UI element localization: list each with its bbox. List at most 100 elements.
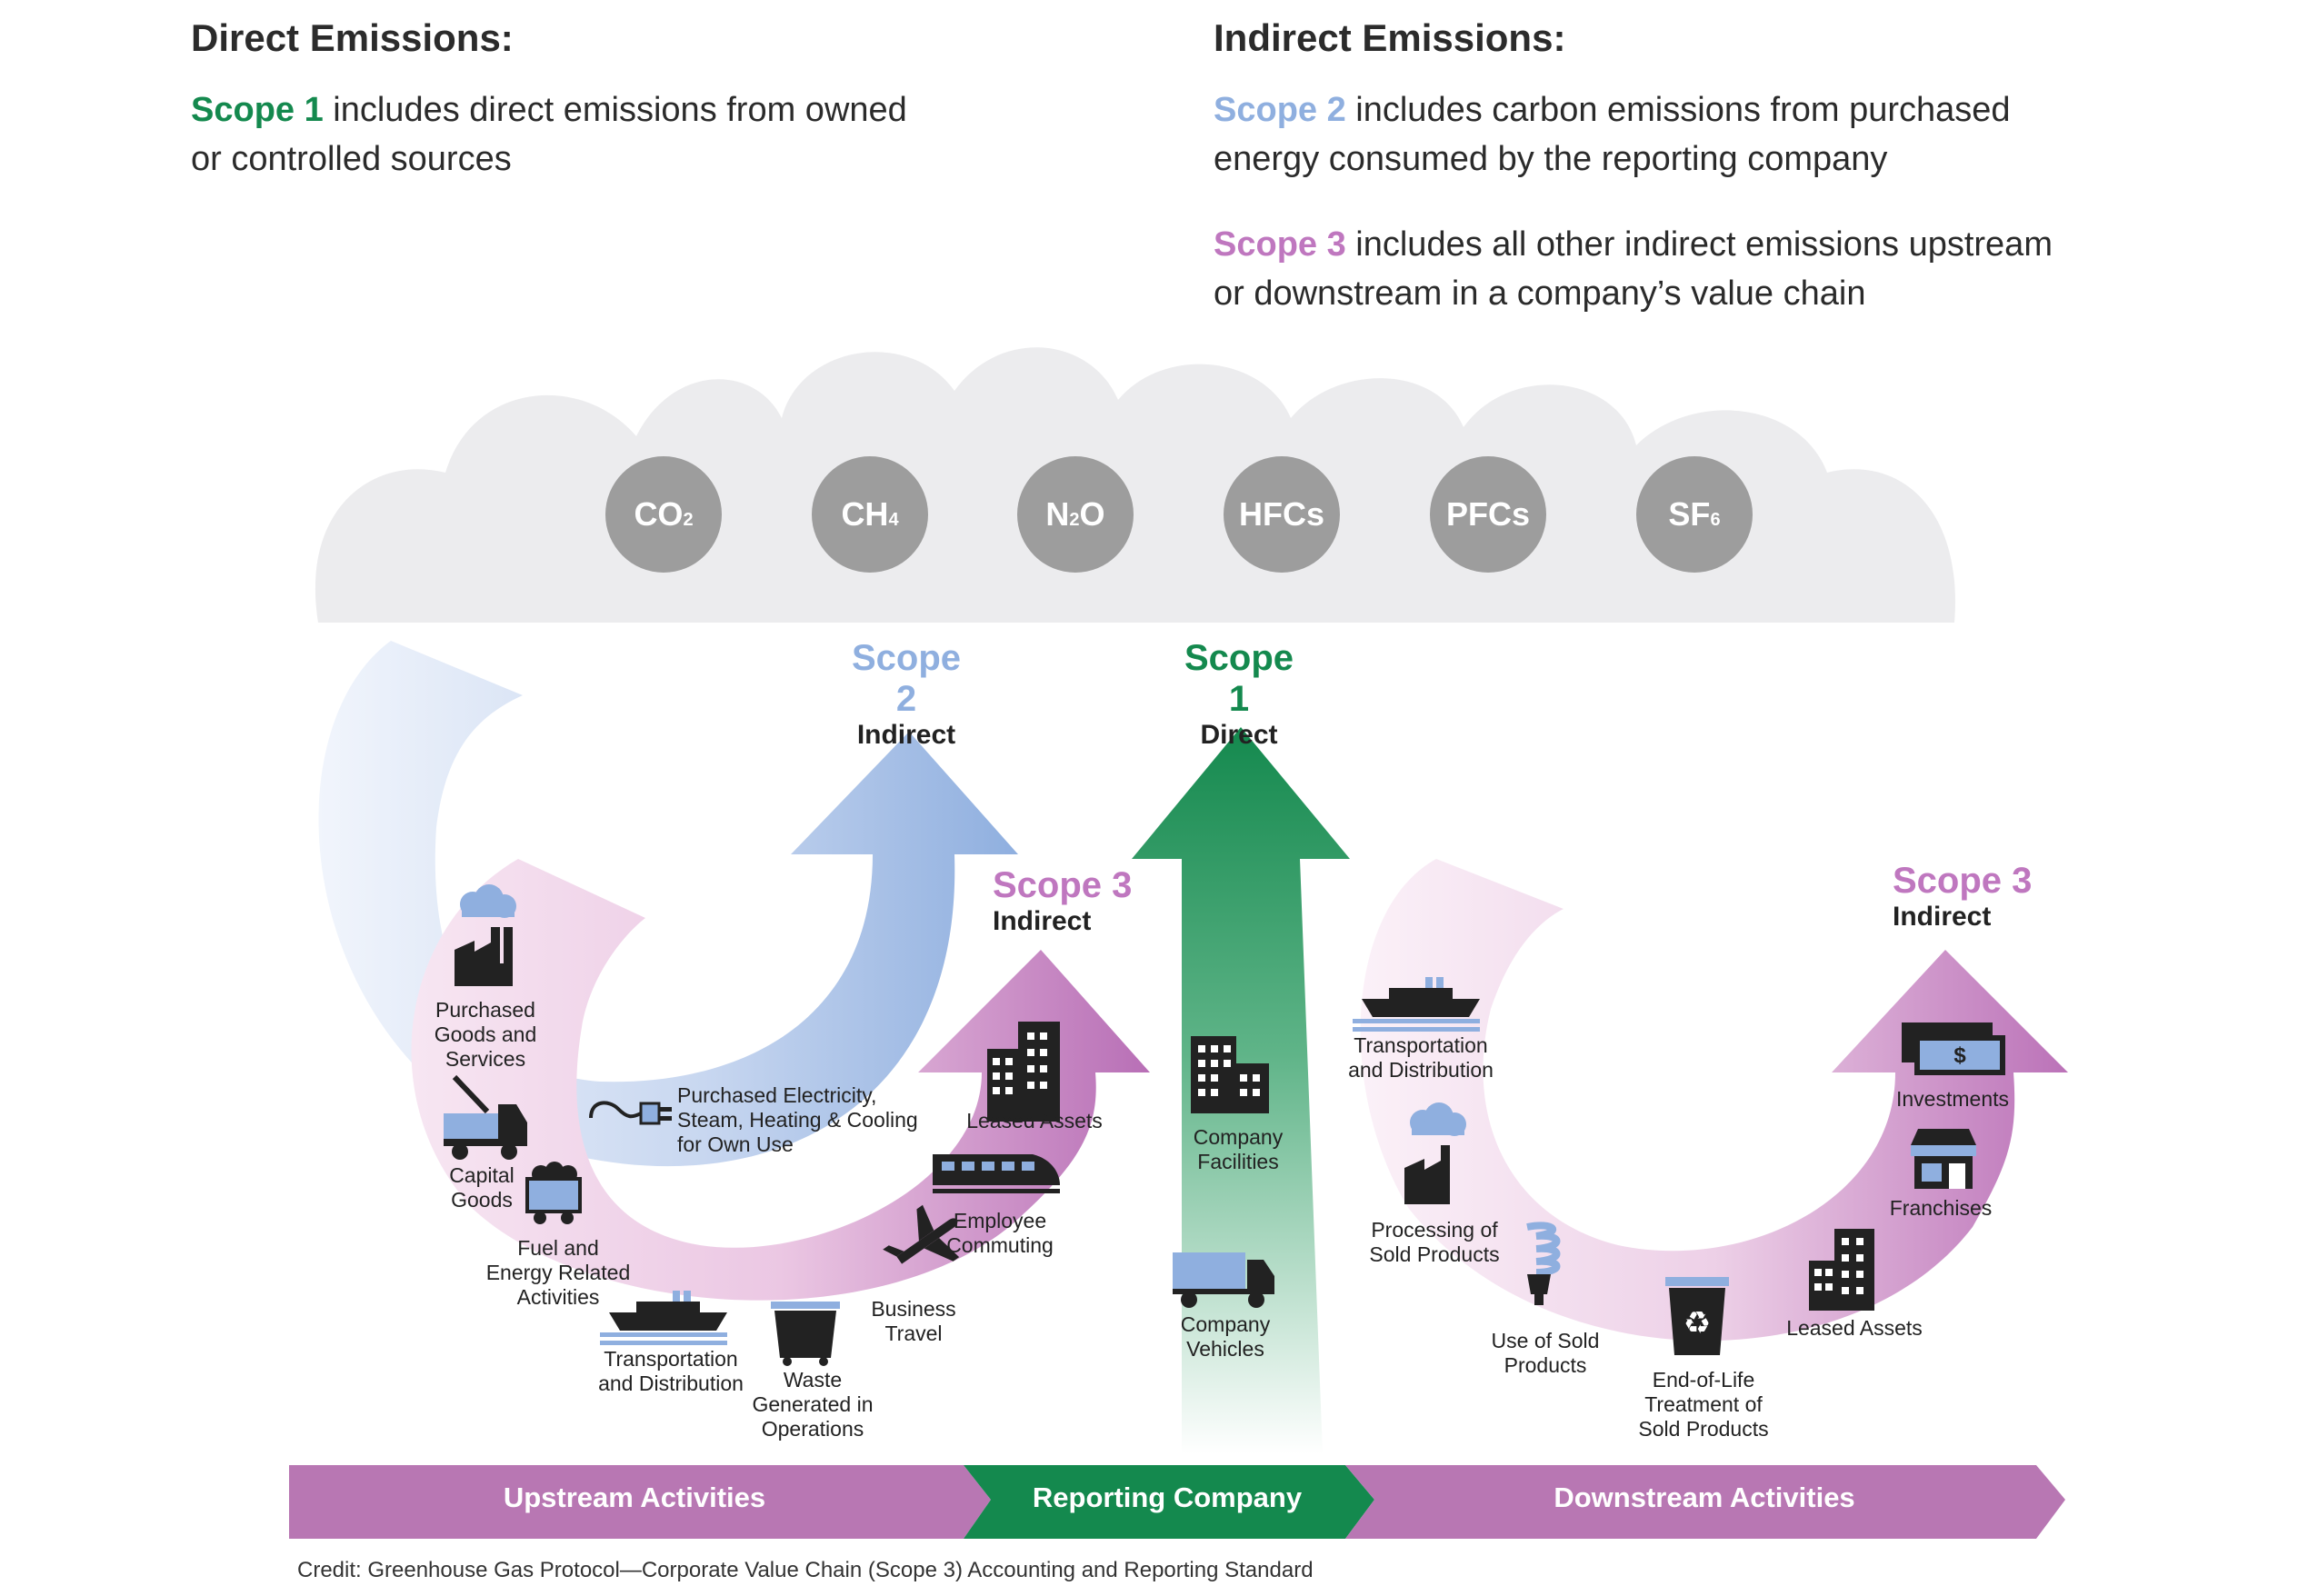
processing-factory-icon: [1404, 1102, 1466, 1204]
direct-emissions-heading: Direct Emissions:: [191, 16, 514, 59]
gas-formula: HFCs: [1238, 495, 1324, 533]
scope1-description: Scope 1 includes direct emissions from o…: [191, 85, 907, 184]
reporting-company-label: Reporting Company: [1032, 1481, 1303, 1513]
scope1-label-group: Scope 1 Direct: [1171, 638, 1307, 751]
electric-plug-icon: [589, 1101, 672, 1125]
item-label-line: Sold Products: [1638, 1417, 1769, 1441]
company-truck-icon: [1173, 1252, 1274, 1308]
upstream-activities-label: Upstream Activities: [503, 1481, 766, 1513]
cargo-ship-icon: [600, 1291, 727, 1345]
item-label-purchased-electricity: Purchased Electricity,Steam, Heating & C…: [677, 1083, 1059, 1157]
item-label-line: Employee: [953, 1209, 1047, 1232]
scope3-text-line1: includes all other indirect emissions up…: [1345, 225, 2053, 264]
item-label-line: Services: [445, 1047, 526, 1071]
item-label-line: End-of-Life: [1652, 1368, 1755, 1392]
dumpster-icon: [771, 1302, 840, 1366]
scope1-title: Scope 1: [1184, 638, 1294, 719]
item-label-line: Sold Products: [1369, 1242, 1500, 1266]
scope2-title: Scope 2: [851, 638, 962, 719]
item-label-line: Commuting: [946, 1233, 1054, 1257]
item-label-line: and Distribution: [1348, 1058, 1494, 1082]
svg-text:♻: ♻: [1684, 1306, 1711, 1341]
item-label-line: Transportation: [1354, 1033, 1488, 1057]
item-label-line: Transportation: [604, 1347, 738, 1371]
downstream-activities-label: Downstream Activities: [1554, 1481, 1855, 1513]
item-label-leased-assets-up: Leased Assets: [844, 1109, 1225, 1133]
scope1-text-line1: includes direct emissions from owned: [323, 91, 907, 129]
item-label-line: Purchased: [435, 998, 535, 1022]
gas-circle-pfcs: PFCs: [1430, 456, 1546, 573]
gas-subscript: 6: [1710, 509, 1721, 530]
upstream-bar: [289, 1465, 991, 1539]
item-label-line: Treatment of: [1644, 1392, 1763, 1416]
gas-circle-hfcs: HFCs: [1224, 456, 1340, 573]
scope1-subtitle: Direct: [1200, 720, 1278, 750]
item-label-line: Leased Assets: [966, 1109, 1103, 1132]
gas-formula: PFCs: [1445, 495, 1531, 533]
gas-formula: N: [1045, 495, 1070, 533]
scope3-downstream-arrow: [1360, 859, 2068, 1342]
train-icon: [933, 1154, 1060, 1193]
item-label-line: Goods and: [434, 1022, 537, 1046]
scope3-upstream-label-group: Scope 3 Indirect: [993, 865, 1132, 937]
scope1-text-line2: or controlled sources: [191, 140, 512, 178]
gas-subscript: 2: [1069, 509, 1080, 530]
scope2-text-line2: energy consumed by the reporting company: [1214, 140, 1888, 178]
coal-cart-icon: [525, 1162, 582, 1224]
item-label-line: Business: [871, 1297, 956, 1321]
downstream-bar: [1345, 1465, 2065, 1539]
recycle-bin-icon: ♻: [1665, 1277, 1729, 1355]
leased-buildings-icon-downstream: [1809, 1229, 1874, 1311]
scope2-description: Scope 2 includes carbon emissions from p…: [1214, 85, 2011, 184]
leased-buildings-icon: [987, 1022, 1060, 1122]
item-label-line: for Own Use: [677, 1132, 794, 1156]
item-label-line: Franchises: [1889, 1196, 1993, 1220]
credit-line: Credit: Greenhouse Gas Protocol—Corporat…: [297, 1558, 1314, 1582]
item-label-line: Activities: [516, 1285, 600, 1309]
scope3-downstream-label-group: Scope 3 Indirect: [1893, 861, 2032, 933]
item-label-line: Generated in: [752, 1392, 874, 1416]
item-label-line: Leased Assets: [1786, 1316, 1923, 1340]
gas-formula: SF: [1668, 495, 1711, 533]
item-label-line: Travel: [884, 1322, 943, 1345]
scope3-downstream-title: Scope 3: [1893, 861, 2033, 901]
money-bills-icon: $: [1902, 1022, 2005, 1075]
scope2-arrow: [318, 641, 1018, 1167]
item-label-line: Processing of: [1371, 1218, 1498, 1242]
item-label-line: Use of Sold: [1491, 1329, 1600, 1352]
scope2-subtitle: Indirect: [856, 720, 956, 750]
item-label-line: Operations: [761, 1417, 864, 1441]
gas-subscript: 2: [683, 509, 694, 530]
scope2-text-line1: includes carbon emissions from purchased: [1345, 91, 2011, 129]
item-label-line: Goods: [451, 1188, 513, 1212]
scope3-upstream-subtitle: Indirect: [993, 906, 1092, 936]
scope3-text-line2: or downstream in a company’s value chain: [1214, 274, 1866, 313]
svg-text:$: $: [1953, 1043, 1966, 1068]
item-label-line: Products: [1504, 1353, 1587, 1377]
item-label-line: Energy Related: [485, 1261, 631, 1284]
scope2-label-group: Scope 2 Indirect: [838, 638, 974, 751]
item-label-investments: Investments: [1762, 1087, 2143, 1112]
storefront-icon: [1911, 1129, 1976, 1189]
reporting-bar: [964, 1465, 1374, 1539]
scope3-description: Scope 3 includes all other indirect emis…: [1214, 220, 2053, 318]
scope3-keyword: Scope 3: [1214, 225, 1346, 264]
gas-formula: CO: [634, 495, 684, 533]
lightbulb-icon: [1526, 1222, 1561, 1305]
item-label-line: Vehicles: [1186, 1337, 1264, 1361]
